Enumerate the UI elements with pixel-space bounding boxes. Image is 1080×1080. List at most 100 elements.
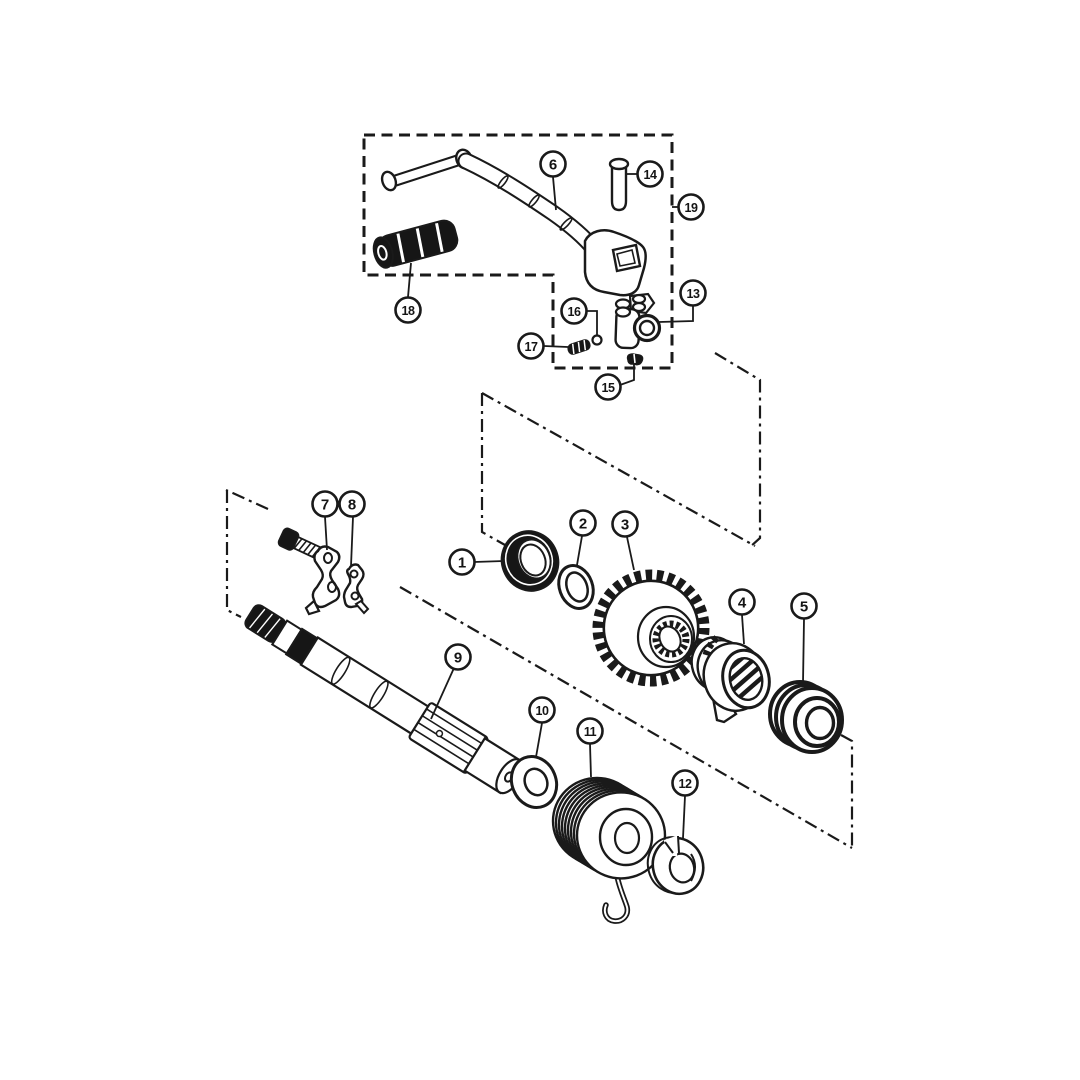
callout-6: 6 [539,150,567,211]
part-spring-seat-collar [646,835,705,896]
axis-centerlines [225,352,854,849]
callout-number: 8 [348,497,356,514]
callout-leader-line [324,516,328,551]
callout-leader-line [430,667,455,720]
callout-13: 13 [658,279,707,323]
callout-circle [539,150,567,178]
part-joint-spring [567,339,591,355]
callout-number: 10 [536,704,549,718]
callout-leader-line [619,364,635,386]
part-steel-ball [591,334,603,346]
part-oil-seal [500,530,560,592]
callout-number: 9 [454,650,462,667]
callout-circle [338,490,366,518]
callout-number: 7 [321,497,329,514]
centerline-upper-left-vertical [480,393,506,546]
callout-circle [528,696,556,724]
callout-number: 16 [568,305,581,319]
callout-circle [448,548,476,576]
callout-leader-line [682,795,686,839]
callout-11: 11 [576,717,604,778]
part-spring-clip [626,353,644,366]
callout-leader-line [552,176,557,211]
callout-18: 18 [394,262,422,324]
callout-7: 7 [311,490,339,551]
centerline-upper-right-diagonal [714,352,762,548]
callout-5: 5 [790,592,818,684]
callout-number: 13 [687,287,700,301]
callout-number: 1 [458,555,466,572]
callout-leader-line [535,722,543,758]
callout-circle [560,297,588,325]
callout-number: 2 [579,516,587,533]
centerline-upper-long-diagonal [481,392,756,547]
callout-19: 19 [672,193,705,221]
callout-circle [594,373,622,401]
callout-10: 10 [528,696,556,758]
callout-leader-line [576,535,583,566]
callout-12: 12 [671,769,699,839]
callout-circle [671,769,699,797]
callout-circle [576,717,604,745]
part-return-spring [551,776,667,924]
callout-circle [394,296,422,324]
part-ratchet-guide-plate [342,563,370,615]
callout-circle [311,490,339,518]
part-kick-spindle-shaft [244,604,524,795]
callout-16: 16 [560,297,598,335]
part-spring-washer [509,755,559,809]
part-kick-lever-joint [614,292,662,350]
callout-circle [569,509,597,537]
callout-leader-line [473,560,505,563]
callout-leader-line [658,306,694,323]
callout-circle [728,588,756,616]
callout-circle [517,332,545,360]
callout-number: 15 [602,381,615,395]
callout-leader-line [543,345,569,348]
callout-circle [679,279,707,307]
callout-number: 3 [621,517,629,534]
part-kick-idle-gear [592,569,710,687]
callout-17: 17 [517,332,569,360]
centerline-lower-long-diagonal [399,586,853,849]
callout-circle [790,592,818,620]
callout-9: 9 [430,643,472,720]
callout-number: 19 [685,201,698,215]
callout-4: 4 [728,588,756,645]
callout-2: 2 [569,509,597,566]
callout-leader-line [589,743,592,778]
part-ratchet-stopper-plate [304,545,341,616]
callout-leader-line [741,614,745,645]
callout-15: 15 [594,364,635,401]
callout-leader-line [626,536,635,571]
callout-number: 4 [738,595,747,612]
callout-number: 5 [800,599,808,616]
callout-14: 14 [626,160,664,188]
callout-leader-line [350,516,354,567]
callout-leader-line [587,310,598,335]
callout-circle [677,193,705,221]
callout-number: 12 [679,777,692,791]
callout-number: 6 [549,157,557,174]
part-joint-pin [608,157,630,212]
callout-1: 1 [448,548,505,576]
callout-circle [444,643,472,671]
part-kick-lever-grip [372,219,459,269]
callout-leader-line [407,262,412,298]
centerline-lower-left-bracket [225,488,269,618]
callout-3: 3 [611,510,639,571]
callout-leader-line [802,618,805,684]
part-kick-ratchet [690,634,771,724]
callout-circle [636,160,664,188]
part-ratchet-spring [768,680,844,754]
assembly-boundary-dashed-box [362,133,674,370]
centerline-lower-right-vertical [840,734,854,848]
part-kick-lever [380,148,647,297]
callout-circle [611,510,639,538]
callout-number: 11 [584,725,597,739]
callout-number: 14 [644,168,657,182]
part-thrust-washer [557,564,595,610]
